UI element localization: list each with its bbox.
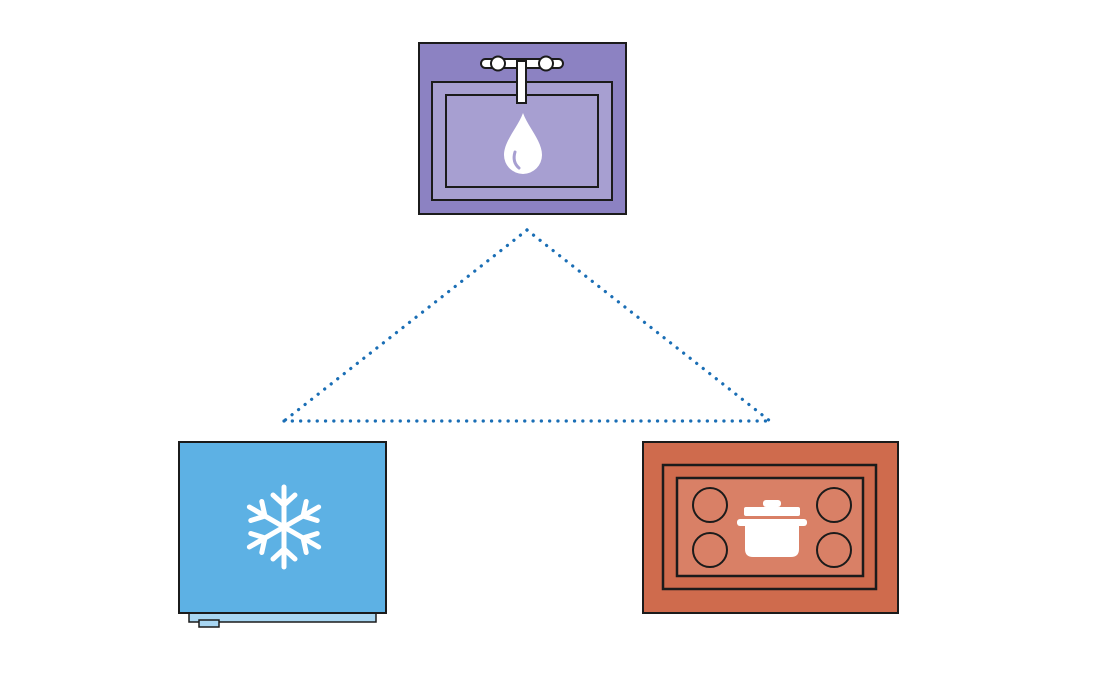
- snowflake-icon: [246, 484, 322, 570]
- burner-top-left: [692, 487, 728, 523]
- burner-top-right: [816, 487, 852, 523]
- refrigerator-node: [178, 441, 387, 628]
- faucet-icon: [480, 55, 564, 104]
- sink-node: [418, 42, 627, 215]
- work-triangle: [282, 228, 772, 423]
- cooking-pot-icon: [737, 500, 807, 557]
- fridge-foot: [198, 619, 220, 628]
- triangle-edge-sink-fridge: [282, 228, 529, 423]
- stove-node: [642, 441, 899, 614]
- water-drop-icon: [504, 113, 542, 174]
- burner-bottom-right: [816, 532, 852, 568]
- burner-bottom-left: [692, 532, 728, 568]
- triangle-edge-sink-stove: [525, 228, 772, 423]
